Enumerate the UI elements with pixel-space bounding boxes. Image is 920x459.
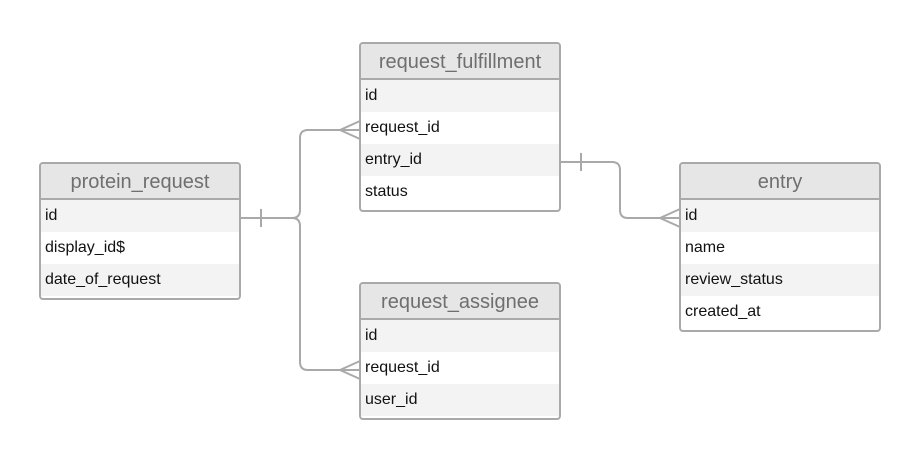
field-id: id — [41, 200, 239, 232]
many-marker-fulfillment-request-id — [339, 120, 361, 140]
entity-title: request_fulfillment — [361, 44, 559, 80]
field-id: id — [681, 200, 879, 232]
entity-protein-request[interactable]: protein_request id display_id$ date_of_r… — [39, 162, 241, 300]
entity-title: entry — [681, 164, 879, 200]
connector-fulfillment-to-entry — [560, 161, 680, 219]
entity-title: request_assignee — [361, 284, 559, 320]
field-request-id: request_id — [361, 112, 559, 144]
field-created-at: created_at — [681, 296, 879, 328]
field-name: name — [681, 232, 879, 264]
connector-protein-request-to-fulfillment — [240, 129, 360, 219]
field-id: id — [361, 80, 559, 112]
field-date-of-request: date_of_request — [41, 264, 239, 296]
connector-protein-request-to-assignee — [291, 217, 360, 371]
field-display-id: display_id$ — [41, 232, 239, 264]
many-marker-assignee-request-id — [339, 360, 361, 380]
field-review-status: review_status — [681, 264, 879, 296]
field-id: id — [361, 320, 559, 352]
many-marker-entry-id — [659, 208, 681, 228]
entity-title: protein_request — [41, 164, 239, 200]
entity-request-assignee[interactable]: request_assignee id request_id user_id — [359, 282, 561, 420]
field-entry-id: entry_id — [361, 144, 559, 176]
field-status: status — [361, 176, 559, 208]
field-request-id: request_id — [361, 352, 559, 384]
entity-entry[interactable]: entry id name review_status created_at — [679, 162, 881, 332]
entity-request-fulfillment[interactable]: request_fulfillment id request_id entry_… — [359, 42, 561, 212]
field-user-id: user_id — [361, 384, 559, 416]
